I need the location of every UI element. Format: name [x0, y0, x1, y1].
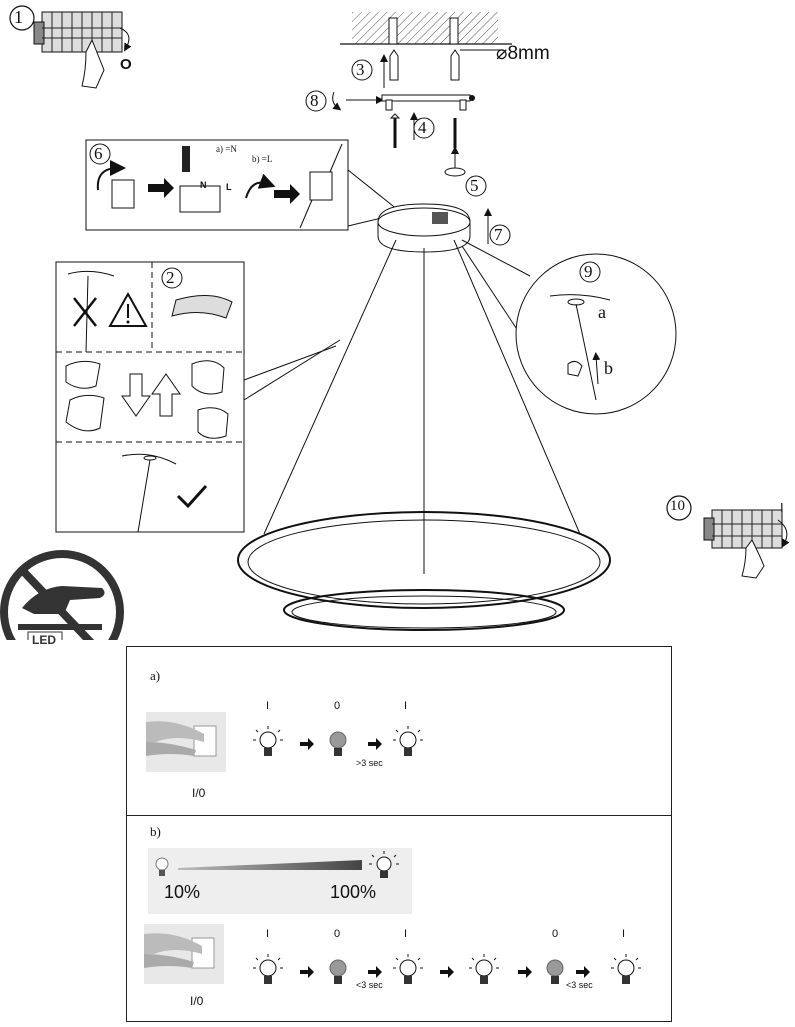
bulb-on-icon: [393, 954, 423, 984]
no-touch-led-warning: [0, 550, 124, 640]
section-a-switch-label: I/0: [192, 786, 206, 800]
step9-hook-detail: [461, 239, 677, 415]
hook-b-label: b: [604, 358, 613, 378]
step2-number: 2: [166, 268, 175, 287]
section-b-state-2: 0: [334, 928, 341, 940]
section-b-sequence: [253, 954, 641, 984]
switch-on-mark: I: [780, 500, 784, 515]
section-b-state-3: I: [404, 928, 408, 940]
bulb-on-icon: [469, 954, 499, 984]
section-b-state-5: I: [622, 928, 626, 940]
wall-switch-hand-icon: [144, 924, 224, 984]
switch-off-mark: O: [120, 56, 132, 73]
step4-number: 4: [418, 118, 427, 137]
section-b-switch-label: I/0: [190, 994, 204, 1008]
bulb-on-icon: [611, 954, 641, 984]
section-a-state-1: I: [266, 700, 270, 712]
step5-tighten: [444, 146, 487, 197]
drill-size-label: ⌀8mm: [496, 43, 550, 64]
step10-number: 10: [670, 498, 685, 514]
section-b-state-4: 0: [552, 928, 559, 940]
bulb-bright-icon: [369, 851, 399, 878]
step3-number: 3: [356, 60, 365, 79]
step4-screws: [389, 112, 457, 148]
dimmer-bar: [148, 848, 412, 914]
terminal-n-label: N: [200, 180, 207, 190]
dimmer-gradient: [155, 851, 399, 878]
step1-terminal-block: [9, 5, 132, 89]
installation-diagram: [0, 5, 790, 640]
step10-terminal-block: [666, 495, 790, 579]
bulb-off-icon: [329, 731, 347, 756]
ceiling-canopy: [347, 169, 511, 253]
section-b-delay-1: <3 sec: [356, 980, 383, 990]
bulb-on-icon: [393, 726, 423, 756]
step2-suspension-panel: [55, 261, 341, 533]
section-a-state-3: I: [404, 700, 408, 712]
bulb-off-icon: [329, 959, 347, 984]
step8-number: 8: [310, 91, 319, 110]
bulb-off-icon: [546, 959, 564, 984]
wiring-live-label: b) =L: [252, 154, 273, 164]
dimmer-min-label: 10%: [164, 882, 201, 902]
step7-number: 7: [494, 225, 503, 244]
step1-number: 1: [14, 7, 23, 27]
wall-switch-hand-icon: [146, 712, 226, 772]
section-a-sequence: [253, 726, 423, 756]
step9-number: 9: [584, 262, 593, 281]
step6-number: 6: [94, 144, 103, 163]
hook-a-label: a: [598, 302, 606, 322]
wiring-neutral-label: a) =N: [216, 144, 237, 154]
section-a-label: a): [150, 668, 161, 683]
ceiling: [340, 12, 512, 51]
no-touch-badge: LED: [32, 633, 56, 647]
section-b-delay-2: <3 sec: [566, 980, 593, 990]
terminal-l-label: L: [226, 182, 232, 192]
step3-wall-plugs: [351, 49, 460, 88]
step8-mounting-bracket: [305, 90, 475, 112]
arrow-icon: [300, 738, 314, 750]
step6-wiring-panel: [85, 139, 349, 231]
bulb-on-icon: [253, 954, 283, 984]
section-a-delay: >3 sec: [356, 758, 383, 768]
dimmer-max-label: 100%: [330, 882, 377, 902]
step5-number: 5: [470, 176, 479, 195]
bulb-dim-icon: [155, 857, 169, 876]
bulb-on-icon: [253, 726, 283, 756]
section-a-state-2: 0: [334, 700, 341, 712]
arrow-icon: [368, 738, 382, 750]
pendant-lamp: [237, 239, 611, 631]
section-b-label: b): [150, 824, 161, 839]
section-b-state-1: I: [266, 928, 270, 940]
section-divider: [127, 815, 671, 816]
